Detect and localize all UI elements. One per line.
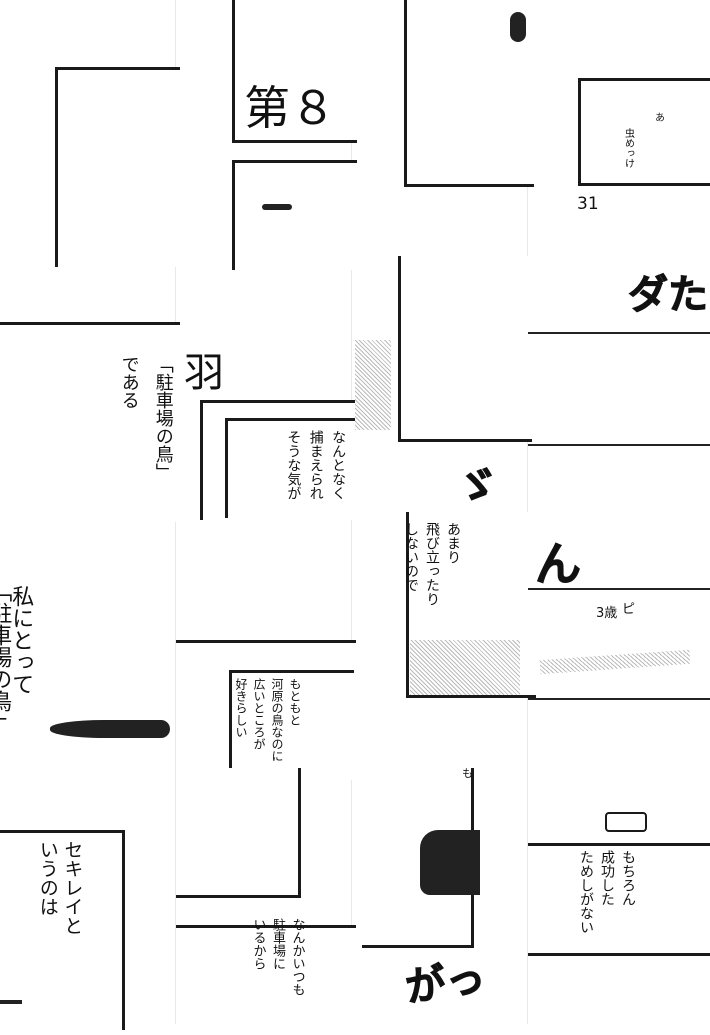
- caption-to-me-bird: 「駐車場の鳥」: [0, 580, 12, 734]
- sfx-da: ダた: [628, 272, 709, 319]
- character-figure: [510, 12, 526, 42]
- screentone: [355, 340, 391, 430]
- caption-to-me: 私にとって: [8, 585, 34, 695]
- caption-dearu: である: [118, 355, 140, 409]
- annotation-ah: あ: [652, 112, 664, 122]
- panel: [398, 256, 532, 442]
- chapter-suffix: 羽: [184, 350, 224, 396]
- panel: [0, 322, 180, 522]
- balloon-riverbed: もともと河原の鳥なのに広いところが好きらしい: [234, 678, 302, 762]
- panel: [0, 830, 125, 1030]
- car-screentone: [410, 640, 520, 695]
- wagtail-bird: [262, 204, 292, 210]
- balloon-not-fly: あまり飛び立ったりしないので: [403, 522, 461, 606]
- panel: [232, 160, 357, 270]
- caption-sekirei: セキレイというのは: [36, 840, 84, 935]
- panel: [225, 418, 360, 518]
- annotation-pi: ピ: [622, 602, 636, 617]
- bag: [605, 812, 647, 832]
- sfx-zu: ゞ: [455, 461, 500, 513]
- sfx-ga: がっ: [402, 954, 489, 1012]
- caption-parking-bird: 「駐車場の鳥」: [152, 355, 174, 481]
- chapter-title: 第８: [244, 81, 336, 135]
- panel-border: [528, 332, 710, 334]
- panel: [55, 67, 180, 267]
- panel: [232, 0, 357, 143]
- wagtail-bird: [50, 720, 170, 738]
- panel: [176, 768, 301, 898]
- annotation-found-bug: 虫めっけ: [622, 128, 634, 168]
- balloon-catchable: なんとなく捕まえられそうな気が: [285, 430, 347, 500]
- sfx-mo: も: [462, 767, 473, 780]
- sfx-n: ん: [535, 537, 582, 592]
- panel-border: [528, 588, 710, 590]
- panel-border: [528, 698, 710, 700]
- panel: [229, 670, 354, 780]
- panel-border: [0, 1000, 22, 1004]
- annotation-age: 3歳: [596, 606, 618, 621]
- panel: [578, 78, 710, 186]
- page-number: 31: [577, 194, 599, 214]
- balloon-never-succeeded: もちろん成功したためしがない: [578, 850, 636, 934]
- lying-figure: [539, 649, 691, 675]
- panel-border: [528, 444, 710, 446]
- caption-always-parking: なんかいつも駐車場にいるから: [250, 918, 305, 996]
- panel: [528, 843, 710, 956]
- car: [420, 830, 480, 895]
- panel: [176, 925, 356, 1035]
